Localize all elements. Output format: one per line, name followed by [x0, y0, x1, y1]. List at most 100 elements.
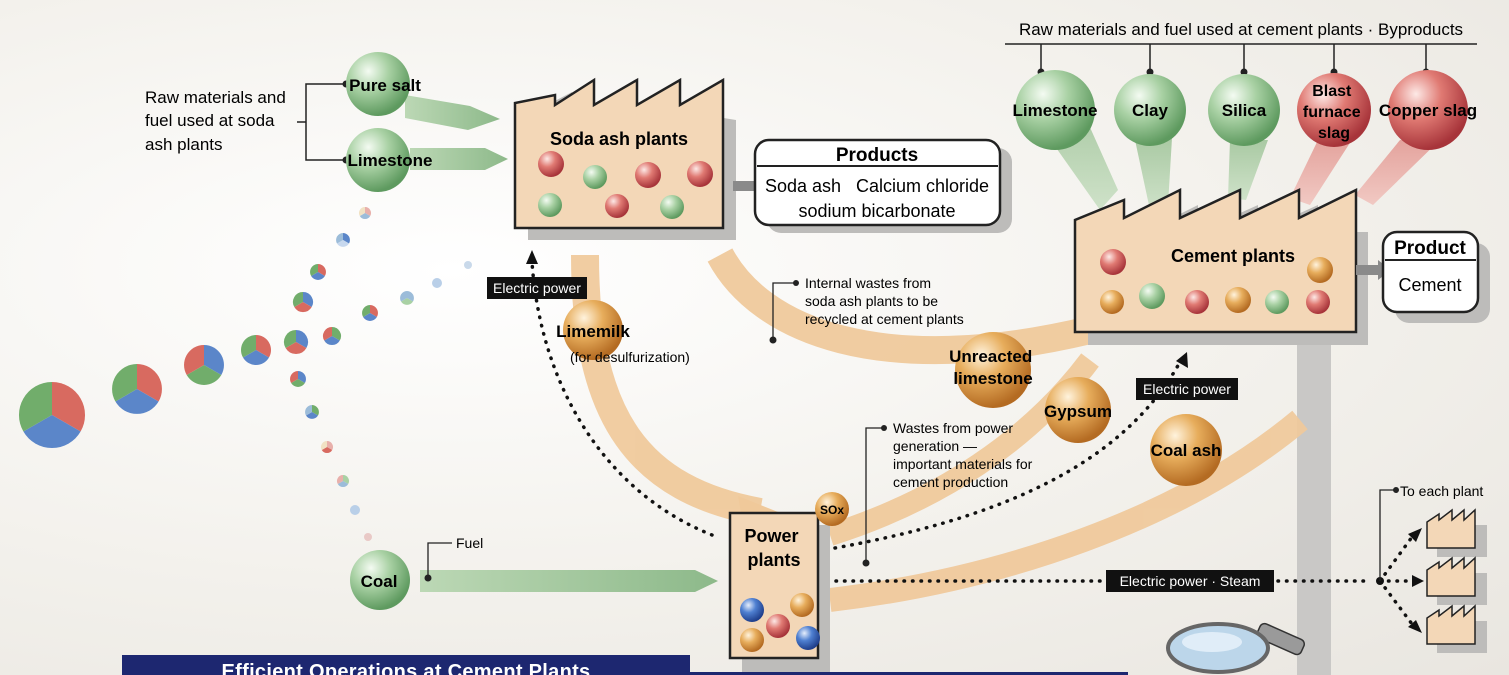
- pie-dot: [184, 345, 224, 385]
- slag-line: furnace: [1303, 104, 1361, 121]
- gypsum-ball: [1045, 377, 1111, 443]
- arrowhead-branch-up: [1408, 528, 1422, 542]
- clay-ball: [1114, 74, 1186, 146]
- pie-dot: [364, 533, 372, 541]
- electric-power-to-soda: [530, 260, 714, 537]
- caption-line: Raw materials and: [145, 88, 286, 107]
- arrowhead-branch-mid: [1412, 575, 1424, 587]
- cement-plant-title: Cement plants: [1171, 246, 1295, 266]
- ball: [635, 162, 661, 188]
- magnifying-glass-icon: [1166, 622, 1305, 674]
- ball: [660, 195, 684, 219]
- electric-power-tag-right-text: Electric power: [1143, 381, 1231, 397]
- coal-ball: [350, 550, 410, 610]
- pure-salt-ball: [346, 52, 410, 116]
- slag-line: slag: [1318, 125, 1350, 142]
- internal-wastes-callout: Internal wastes from soda ash plants to …: [769, 275, 964, 344]
- ball: [790, 593, 814, 617]
- unreacted-limestone-ball: [955, 332, 1031, 408]
- products-line-2: sodium bicarbonate: [798, 201, 955, 221]
- limemilk-label: Limemilk: [556, 322, 630, 341]
- mini-factory: [1426, 604, 1487, 653]
- electric-power-steam-tag-text: Electric power · Steam: [1120, 573, 1261, 589]
- clay-label: Clay: [1132, 101, 1168, 120]
- callout-line: Internal wastes from: [805, 275, 931, 291]
- mini-factory: [1426, 508, 1487, 557]
- pie-dot: [322, 327, 342, 346]
- soda-inputs-caption: Raw materials and fuel used at soda ash …: [145, 88, 291, 154]
- product-title: Product: [1394, 238, 1466, 259]
- branch-down: [1378, 579, 1414, 626]
- pie-dot: [336, 233, 350, 247]
- copper-slag-label: Copper slag: [1379, 101, 1477, 120]
- coal-ash-flow: [828, 410, 1308, 612]
- cement-plant-shaft: [1297, 330, 1331, 675]
- pie-dot: [290, 371, 306, 387]
- unreacted-limestone-label: Unreacted limestone: [949, 347, 1037, 388]
- to-each-plant-bracket: [1379, 489, 1396, 581]
- limemilk-ball: [563, 300, 623, 360]
- pie-dot: [350, 505, 360, 515]
- ball: [1307, 257, 1333, 283]
- power-line: plants: [747, 550, 800, 570]
- electric-power-steam-tag: [1106, 570, 1274, 592]
- mini-factories: [1426, 508, 1487, 653]
- ball: [1100, 290, 1124, 314]
- green-input-arrows: [405, 95, 718, 592]
- decorative-pie-trail: [18, 207, 472, 541]
- callout-line: generation —: [893, 438, 977, 454]
- limestone-ball: [346, 128, 410, 192]
- ball: [1225, 287, 1251, 313]
- pie-dot: [336, 475, 350, 488]
- branch-up: [1378, 535, 1414, 583]
- callout-line: Wastes from power: [893, 420, 1013, 436]
- coal-ash-label: Coal ash: [1151, 441, 1222, 460]
- ball: [1265, 290, 1289, 314]
- copper-slag-cone: [1355, 135, 1445, 205]
- pie-dot: [464, 261, 472, 269]
- cement-limestone-ball: [1015, 70, 1095, 150]
- electric-power-to-cement: [833, 360, 1182, 550]
- unreacted-line: limestone: [953, 369, 1032, 388]
- power-wastes-callout: Wastes from power generation — important…: [862, 420, 1033, 567]
- limemilk-note: (for desulfurization): [570, 349, 690, 365]
- electric-power-tag-left-text: Electric power: [493, 280, 581, 296]
- ball: [538, 193, 562, 217]
- products-line-1: Soda ash Calcium chloride: [765, 176, 989, 196]
- coal-ash-ball: [1150, 414, 1222, 486]
- to-each-plant-dot: [1393, 487, 1399, 493]
- electric-power-lines: [530, 260, 1414, 626]
- silica-cone: [1228, 140, 1268, 200]
- cement-plant: Cement plants: [1073, 187, 1368, 345]
- product-box: Product Cement: [1381, 230, 1490, 323]
- pie-dot: [400, 291, 414, 305]
- blast-furnace-slag-ball: [1297, 73, 1371, 147]
- pie-dot: [112, 364, 162, 414]
- product-value: Cement: [1398, 275, 1461, 295]
- soda-plant-body: [513, 77, 725, 230]
- clay-cone: [1135, 138, 1172, 210]
- pure-salt-label: Pure salt: [349, 76, 421, 95]
- ball: [1139, 283, 1165, 309]
- pie-dot: [283, 330, 309, 355]
- fuel-callout-line: [427, 542, 452, 578]
- stem-dots: [1037, 68, 1430, 76]
- copper-slag-ball: [1388, 70, 1468, 150]
- soda-ash-plant: Soda ash plants: [513, 77, 736, 240]
- blast-furnace-slag-cone: [1290, 135, 1355, 205]
- gypsum-label: Gypsum: [1044, 402, 1112, 421]
- power-plant-title: Power plants: [744, 526, 803, 570]
- callout-line: cement production: [893, 474, 1008, 490]
- ball: [687, 161, 713, 187]
- svg-text:Internal wastes from sod: Internal wastes from soda ash plants to …: [805, 275, 964, 327]
- caption-line: fuel used at soda: [145, 111, 275, 130]
- fuel-callout-dot: [424, 574, 432, 582]
- unreacted-line: Unreacted: [949, 347, 1032, 366]
- ball: [740, 628, 764, 652]
- pie-dot: [320, 441, 334, 454]
- electric-power-tag-right: [1136, 378, 1238, 400]
- pie-dot: [18, 382, 86, 449]
- arrowhead-cement: [1176, 352, 1188, 368]
- limestone-arrow: [410, 148, 508, 170]
